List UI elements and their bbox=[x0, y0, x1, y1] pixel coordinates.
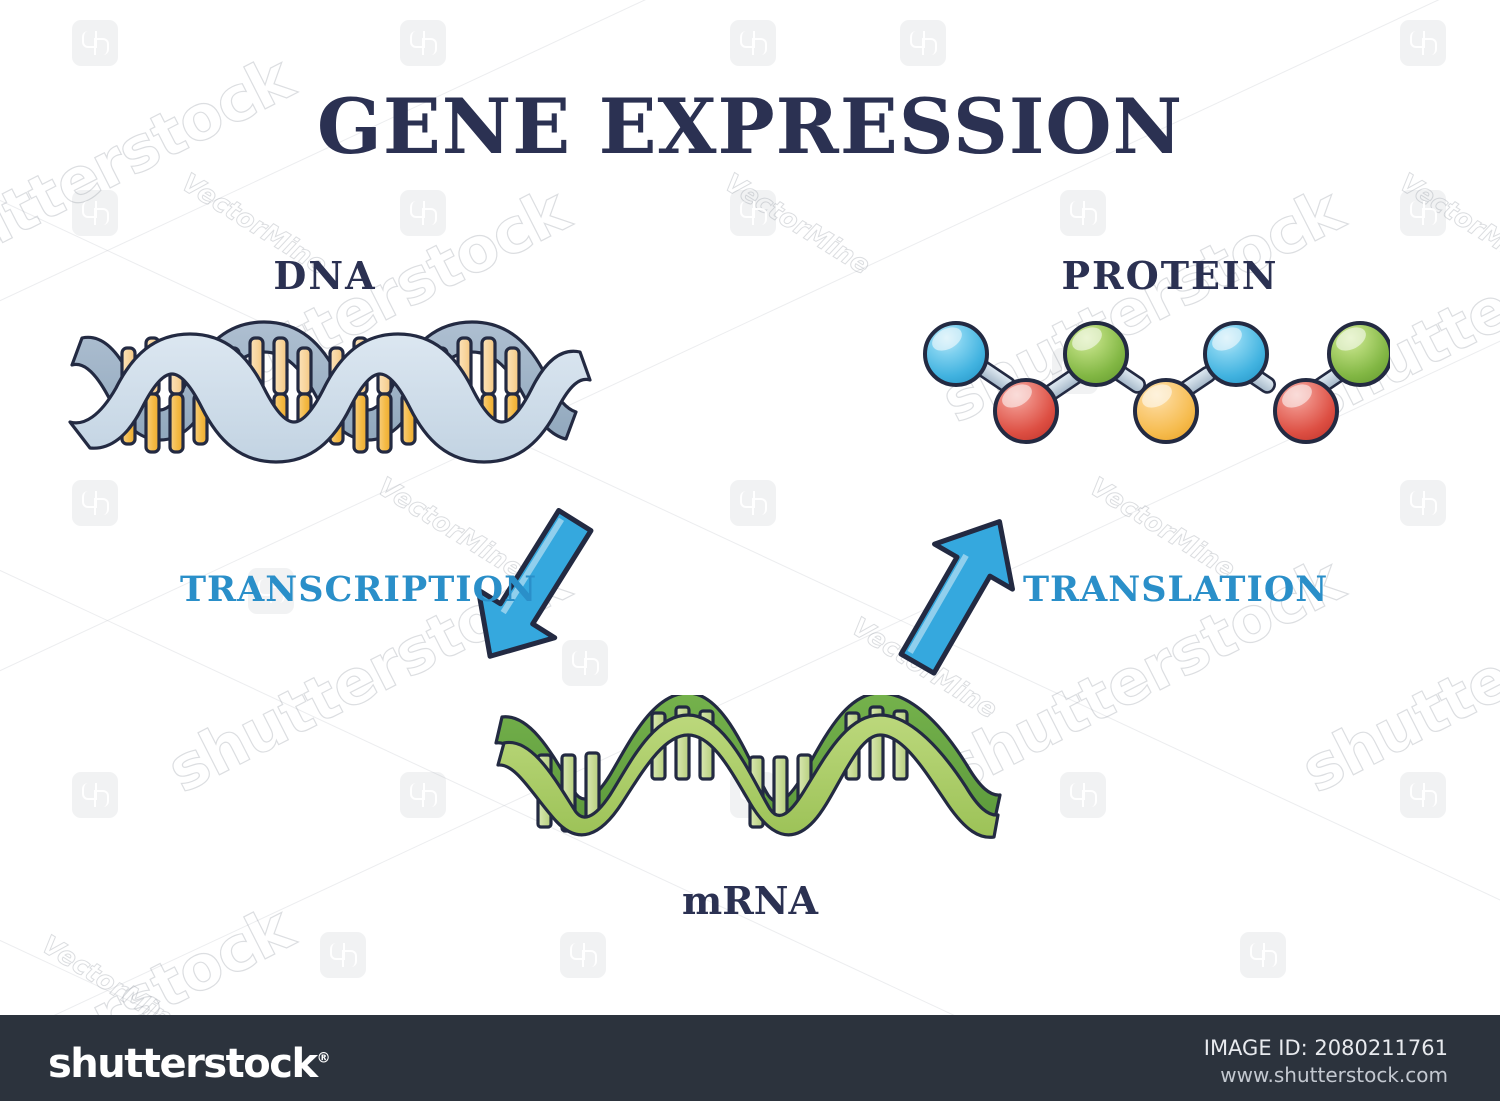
page-title: GENE EXPRESSION bbox=[316, 82, 1184, 171]
protein-chain-icon bbox=[920, 315, 1393, 460]
translation-arrow-icon bbox=[885, 495, 1035, 685]
shutterstock-wordmark: shutterstock bbox=[48, 1041, 318, 1087]
watermark-logo-mark bbox=[900, 20, 946, 66]
watermark-logo-mark bbox=[730, 20, 776, 66]
watermark-logo-mark bbox=[1060, 190, 1106, 236]
watermark-logo-mark bbox=[1400, 20, 1446, 66]
watermark-logo-mark bbox=[730, 480, 776, 526]
shutterstock-logo: shutterstock® bbox=[48, 1041, 331, 1087]
watermark-vectormine: VectorMine bbox=[1394, 168, 1500, 282]
mrna-strand-icon bbox=[480, 691, 1020, 870]
watermark-logo-mark bbox=[1240, 932, 1286, 978]
mrna-label: mRNA bbox=[681, 878, 818, 923]
dna-double-helix-icon bbox=[60, 300, 620, 500]
watermark-logo-mark bbox=[72, 190, 118, 236]
watermark-logo-mark bbox=[730, 190, 776, 236]
translation-label: TRANSLATION bbox=[1023, 569, 1329, 610]
footer-bar: shutterstock® IMAGE ID: 2080211761 www.s… bbox=[0, 1015, 1500, 1101]
watermark-logo-mark bbox=[400, 772, 446, 818]
shutterstock-url: www.shutterstock.com bbox=[1220, 1063, 1448, 1088]
watermark-vectormine: VectorMine bbox=[719, 168, 876, 282]
footer-meta: IMAGE ID: 2080211761 www.shutterstock.co… bbox=[1204, 1035, 1448, 1089]
watermark-logo-mark bbox=[400, 190, 446, 236]
watermark-logo-mark bbox=[1400, 480, 1446, 526]
transcription-label: TRANSCRIPTION bbox=[180, 569, 538, 610]
watermark-logo-mark bbox=[72, 772, 118, 818]
watermark-logo-mark bbox=[320, 932, 366, 978]
registered-mark: ® bbox=[316, 1050, 331, 1067]
watermark-logo-mark bbox=[400, 20, 446, 66]
protein-label: PROTEIN bbox=[1061, 253, 1279, 298]
image-id-text: IMAGE ID: 2080211761 bbox=[1203, 1036, 1448, 1060]
watermark-logo-mark bbox=[1400, 772, 1446, 818]
watermark-logo-mark bbox=[1400, 190, 1446, 236]
watermark-logo-mark bbox=[560, 932, 606, 978]
transcription-arrow-icon bbox=[465, 500, 605, 680]
watermark-logo-mark bbox=[1060, 772, 1106, 818]
watermark-logo-mark bbox=[72, 20, 118, 66]
dna-label: DNA bbox=[273, 253, 377, 298]
